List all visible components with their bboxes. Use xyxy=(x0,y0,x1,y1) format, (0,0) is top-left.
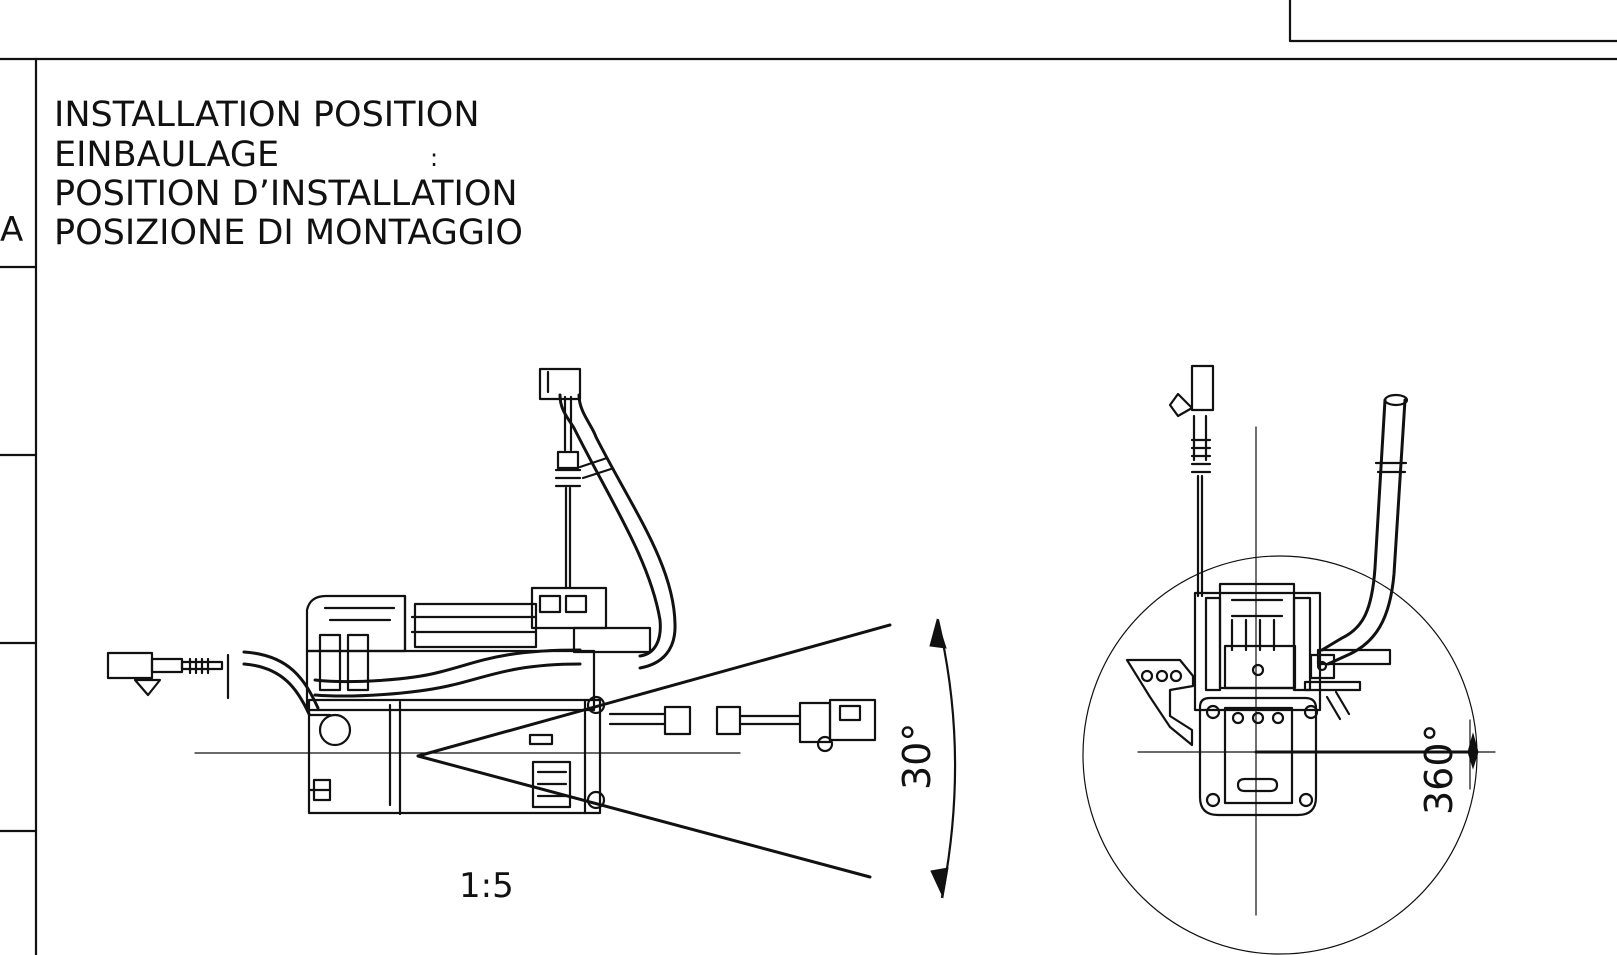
margin-zone-letter: A xyxy=(0,210,23,250)
rotation-angle-label: 360° xyxy=(1417,723,1461,815)
title-marker: : xyxy=(430,144,438,172)
title-french: POSITION D’INSTALLATION xyxy=(54,174,518,214)
side-view-heater-unit xyxy=(106,367,957,899)
title-english: INSTALLATION POSITION xyxy=(54,95,480,135)
scale-label: 1:5 xyxy=(459,866,514,906)
title-german: EINBAULAGE xyxy=(54,135,279,175)
front-view-heater-unit xyxy=(1082,364,1496,955)
tilt-angle-label: 30° xyxy=(895,723,939,790)
title-italian: POSIZIONE DI MONTAGGIO xyxy=(54,213,523,253)
title-block: INSTALLATION POSITION EINBAULAGE : POSIT… xyxy=(54,95,523,253)
